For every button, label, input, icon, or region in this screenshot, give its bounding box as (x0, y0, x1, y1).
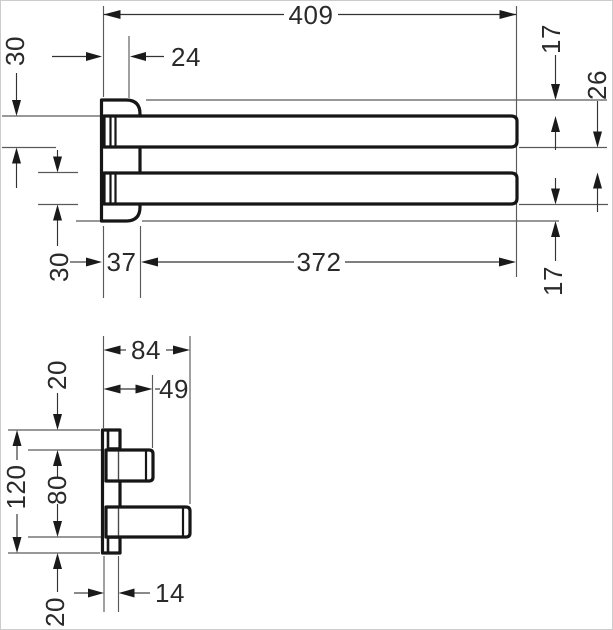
dim-bottom-clearance: 17 (538, 178, 568, 296)
dim-bar-width-bottom: 30 (44, 150, 74, 282)
dim-pivot-offset: 24 (52, 42, 201, 72)
side-arm-upper (104, 448, 155, 483)
dim-top-margin-label: 20 (42, 360, 72, 390)
dim-arm-reach-short: 49 (103, 374, 189, 404)
dim-plate-thickness-label: 14 (155, 578, 185, 608)
dim-bottom-margin-label: 20 (40, 597, 70, 627)
dim-arm-span: 80 (42, 475, 72, 537)
dim-plate-height-label: 120 (1, 465, 31, 510)
dim-bar-gap: 26 (582, 70, 612, 212)
side-view-drawing: 84 49 20 80 12 (1, 335, 192, 627)
dim-arm-reach-long-label: 84 (131, 335, 161, 365)
dim-bar-width-top-label: 30 (0, 36, 30, 66)
dim-overall-length-label: 409 (289, 0, 334, 30)
side-view-extension-lines (8, 336, 191, 612)
dim-plate-thickness: 14 (74, 578, 185, 608)
dim-overall-length: 409 (103, 0, 517, 30)
dim-bottom-clearance-label: 17 (538, 266, 568, 296)
dim-bar-width-bottom-label: 30 (44, 252, 74, 282)
plan-pivot-lines (109, 117, 117, 203)
side-arm-lower (104, 505, 192, 539)
plan-bar-lower (102, 171, 519, 206)
plan-view-drawing: 409 24 30 30 3 (0, 0, 612, 298)
dim-bar-length: 372 (141, 247, 516, 277)
dim-top-clearance: 17 (536, 24, 566, 150)
dim-plate-height: 120 (1, 430, 31, 553)
dim-arm-reach-short-label: 49 (159, 374, 189, 404)
dim-arm-span-label: 80 (42, 475, 72, 505)
plan-view-extension-lines (2, 6, 608, 298)
dim-bar-gap-label: 26 (582, 70, 612, 100)
dim-bar-width-top: 30 (0, 36, 30, 188)
dim-bottom-margin: 20 (40, 553, 70, 627)
dim-bar-length-label: 372 (297, 247, 342, 277)
plan-bar-upper (102, 114, 519, 149)
dim-top-margin: 20 (42, 360, 72, 477)
dim-top-clearance-label: 17 (536, 24, 566, 54)
dim-arm-reach-long: 84 (103, 335, 190, 365)
dim-wall-plate-depth-label: 37 (107, 247, 137, 277)
dim-wall-plate-depth: 37 (70, 247, 136, 277)
dim-pivot-offset-label: 24 (171, 42, 201, 72)
